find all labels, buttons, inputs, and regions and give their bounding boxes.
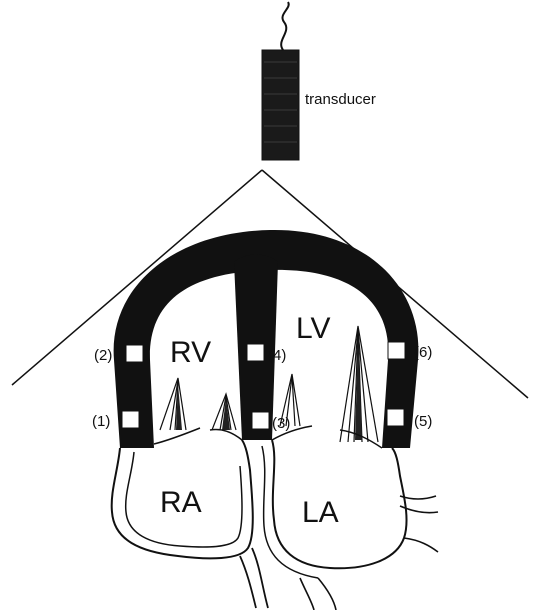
tricuspid-valve bbox=[154, 428, 242, 444]
left-atrium bbox=[272, 440, 407, 568]
label-rv: RV bbox=[170, 336, 211, 369]
marker-label-2: (2) bbox=[94, 347, 112, 364]
transducer-probe bbox=[262, 50, 299, 160]
marker-label-6: (6) bbox=[414, 344, 432, 361]
marker-label-4: (4) bbox=[268, 347, 286, 364]
marker-label-1: (1) bbox=[92, 413, 110, 430]
aortic-root-outline bbox=[300, 578, 336, 610]
marker-box-1 bbox=[122, 411, 139, 428]
marker-label-5: (5) bbox=[414, 413, 432, 430]
marker-box-2 bbox=[126, 345, 143, 362]
marker-box-5 bbox=[387, 409, 404, 426]
marker-box-3 bbox=[252, 412, 269, 429]
label-lv: LV bbox=[296, 312, 330, 345]
transducer-cable bbox=[281, 2, 289, 50]
label-la: LA bbox=[302, 496, 339, 529]
inferior-vena-cava bbox=[240, 548, 268, 608]
marker-box-6 bbox=[388, 342, 405, 359]
transducer-label: transducer bbox=[305, 91, 376, 108]
marker-label-3: (3) bbox=[272, 415, 290, 432]
label-ra: RA bbox=[160, 486, 202, 519]
marker-box-4 bbox=[247, 344, 264, 361]
